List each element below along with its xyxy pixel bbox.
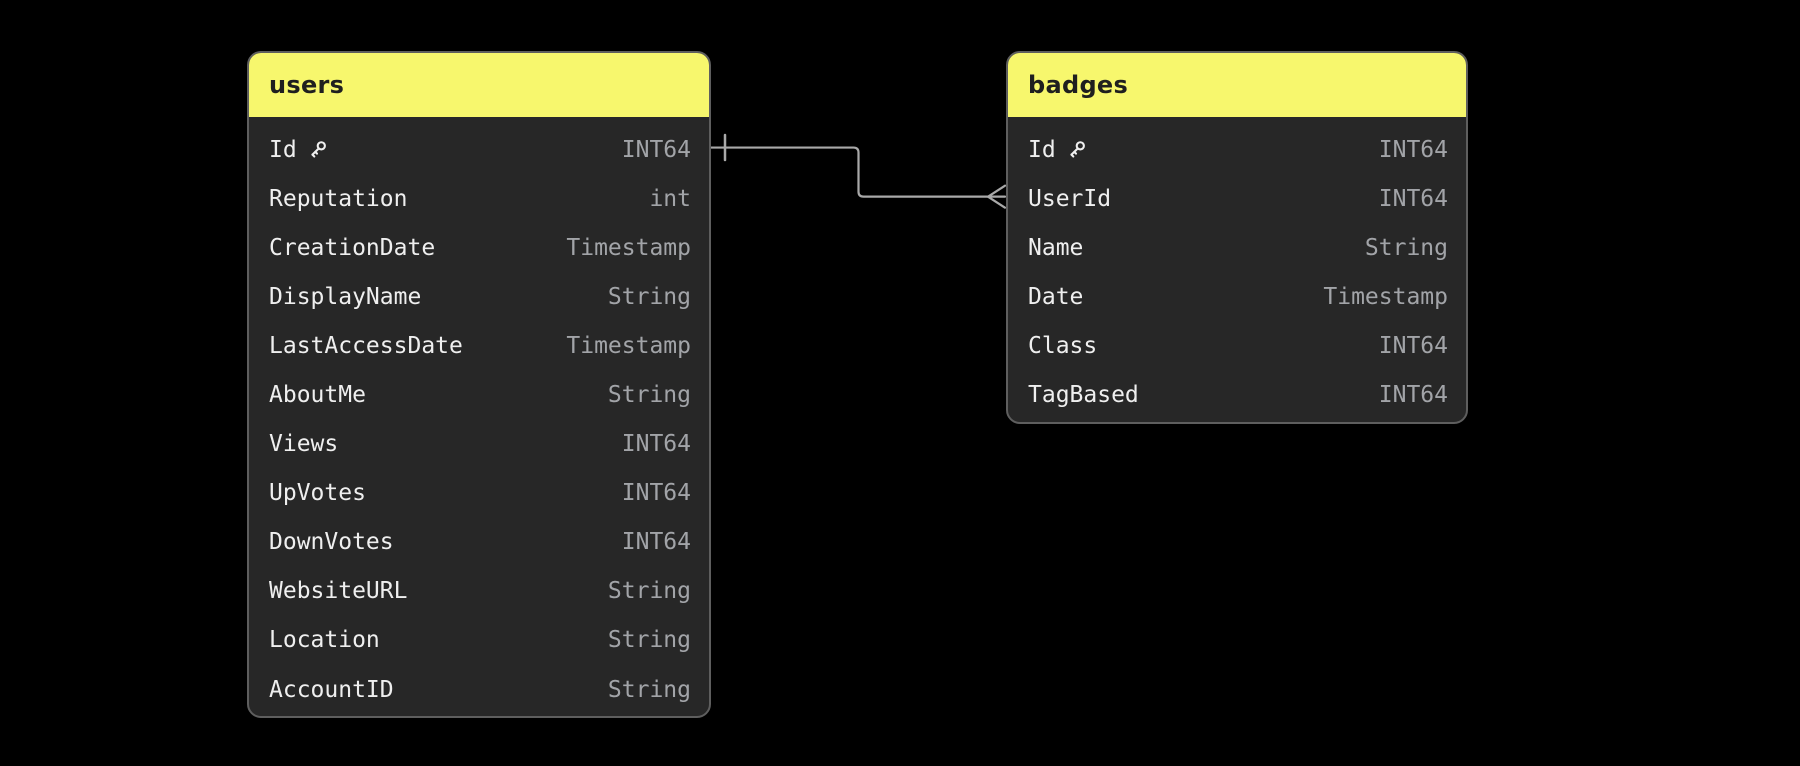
field-type: String (607, 676, 691, 703)
table-header[interactable]: badges (1008, 53, 1466, 117)
field-row-users-DownVotes[interactable]: DownVotes INT64 (249, 518, 709, 567)
field-type: INT64 (1378, 185, 1448, 212)
table-body: Id INT64 UserId (1008, 117, 1466, 422)
field-name: Name (1028, 234, 1084, 261)
field-name: LastAccessDate (269, 332, 463, 359)
table-title: users (269, 71, 345, 99)
field-left: WebsiteURL (269, 578, 407, 604)
key-icon (1067, 139, 1088, 160)
field-type: INT64 (621, 431, 691, 458)
field-left: Location (269, 627, 380, 653)
field-left: Class (1028, 333, 1097, 359)
field-left: Id (269, 137, 329, 163)
field-type: INT64 (1378, 382, 1448, 409)
field-type: int (649, 185, 691, 212)
table-title: badges (1028, 71, 1129, 99)
field-row-badges-Class[interactable]: Class INT64 (1008, 321, 1466, 370)
field-type: INT64 (1378, 332, 1448, 359)
field-type: Timestamp (566, 234, 691, 261)
field-name: Id (269, 136, 297, 163)
field-name: UserId (1028, 185, 1112, 212)
cardinality-many-crowfoot[interactable] (986, 184, 1007, 209)
field-left: Date (1028, 284, 1083, 310)
field-row-users-DisplayName[interactable]: DisplayName String (249, 272, 709, 321)
field-type: String (607, 578, 691, 605)
field-row-badges-UserId[interactable]: UserId INT64 (1008, 174, 1466, 223)
field-type: Timestamp (566, 332, 691, 359)
field-row-users-Views[interactable]: Views INT64 (249, 420, 709, 469)
field-row-users-CreationDate[interactable]: CreationDate Timestamp (249, 223, 709, 272)
field-name: Id (1028, 136, 1056, 163)
field-left: AccountID (269, 677, 394, 703)
field-name: Location (269, 627, 380, 654)
field-type: INT64 (621, 529, 691, 556)
field-name: Class (1028, 332, 1098, 359)
table-card-badges[interactable]: badges Id INT64 UserId (1006, 51, 1468, 424)
table-body: Id INT64 Reputation (249, 117, 709, 716)
field-row-badges-Name[interactable]: Name String (1008, 223, 1466, 272)
field-left: DownVotes (269, 529, 394, 555)
field-name: WebsiteURL (269, 578, 408, 605)
field-row-users-Id[interactable]: Id INT64 (249, 125, 709, 174)
field-row-users-AccountID[interactable]: AccountID String (249, 665, 709, 714)
field-name: Views (269, 431, 339, 458)
field-row-users-Location[interactable]: Location String (249, 616, 709, 665)
field-type: String (607, 283, 691, 310)
field-row-users-LastAccessDate[interactable]: LastAccessDate Timestamp (249, 321, 709, 370)
field-type: Timestamp (1323, 283, 1448, 310)
field-left: LastAccessDate (269, 333, 463, 359)
field-row-badges-Id[interactable]: Id INT64 (1008, 125, 1466, 174)
relationship-edge[interactable] (709, 146, 990, 198)
key-icon (308, 139, 329, 160)
field-left: UserId (1028, 186, 1111, 212)
field-row-users-UpVotes[interactable]: UpVotes INT64 (249, 469, 709, 518)
field-left: DisplayName (269, 284, 421, 310)
field-left: AboutMe (269, 382, 366, 408)
field-name: DisplayName (269, 283, 422, 310)
field-type: INT64 (1378, 136, 1448, 163)
field-row-users-Reputation[interactable]: Reputation int (249, 174, 709, 223)
field-left: Views (269, 431, 338, 457)
field-left: Reputation (269, 186, 407, 212)
field-name: CreationDate (269, 234, 436, 261)
field-name: TagBased (1028, 382, 1139, 409)
field-type: String (607, 627, 691, 654)
field-name: UpVotes (269, 480, 366, 507)
table-header[interactable]: users (249, 53, 709, 117)
field-row-badges-TagBased[interactable]: TagBased INT64 (1008, 370, 1466, 419)
field-name: AboutMe (269, 382, 366, 409)
field-left: Id (1028, 137, 1088, 163)
field-name: Reputation (269, 185, 408, 212)
field-name: Date (1028, 283, 1084, 310)
field-row-users-AboutMe[interactable]: AboutMe String (249, 370, 709, 419)
field-type: INT64 (621, 136, 691, 163)
field-type: INT64 (621, 480, 691, 507)
field-left: Name (1028, 235, 1083, 261)
table-card-users[interactable]: users Id INT64 Reputation (247, 51, 711, 719)
field-type: String (607, 382, 691, 409)
field-name: DownVotes (269, 529, 394, 556)
field-name: AccountID (269, 676, 394, 703)
field-type: String (1364, 234, 1448, 261)
field-row-badges-Date[interactable]: Date Timestamp (1008, 272, 1466, 321)
field-left: TagBased (1028, 382, 1139, 408)
field-left: UpVotes (269, 480, 366, 506)
field-row-users-WebsiteURL[interactable]: WebsiteURL String (249, 567, 709, 616)
field-left: CreationDate (269, 235, 435, 261)
